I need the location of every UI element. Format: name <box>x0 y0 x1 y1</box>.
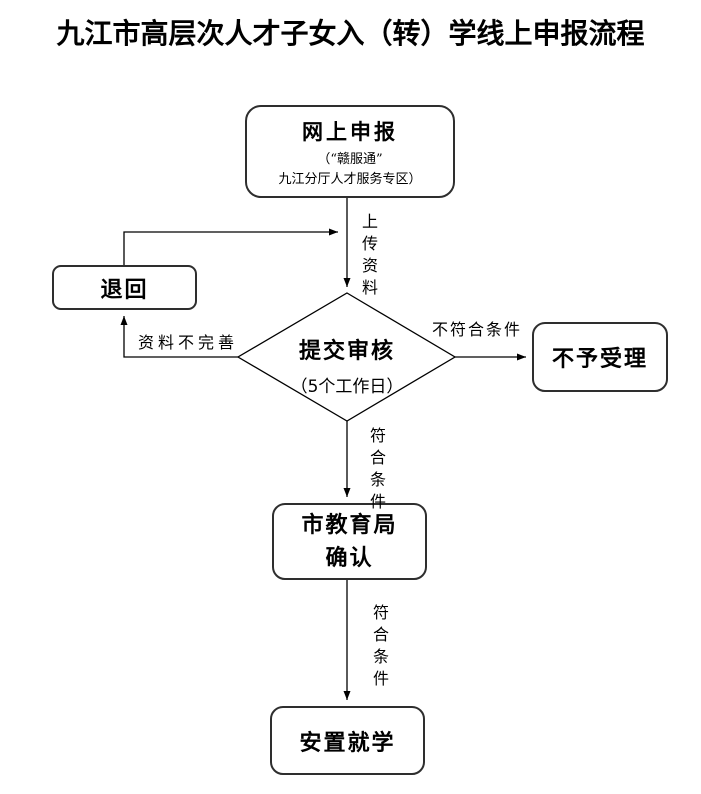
node-review-text: 提交审核 （5个工作日） <box>252 333 442 397</box>
node-return: 退回 <box>52 265 197 310</box>
edge-label-eligible-1: 符合条件 <box>369 426 386 511</box>
node-online-application-subtitle-1: （“赣服通” <box>317 152 383 167</box>
edge-label-eligible-2: 符合条件 <box>372 603 389 688</box>
node-online-application-title: 网上申报 <box>302 120 398 144</box>
node-placement: 安置就学 <box>270 706 425 775</box>
node-edu-bureau-line1: 市教育局 <box>301 512 398 538</box>
review-decision-diamond <box>236 292 457 422</box>
node-placement-label: 安置就学 <box>299 730 396 756</box>
node-review-subtitle: （5个工作日） <box>290 377 404 397</box>
node-reject: 不予受理 <box>532 322 668 392</box>
edge-label-incomplete: 资料不完善 <box>138 333 239 352</box>
edge-label-upload: 上传资料 <box>361 212 378 297</box>
node-edu-bureau-line2: 确认 <box>325 545 374 571</box>
edge-incomplete-arrow <box>120 316 238 358</box>
node-online-application-subtitle-2: 九江分厅人才服务专区） <box>278 172 422 187</box>
node-online-application: 网上申报 （“赣服通” 九江分厅人才服务专区） <box>245 105 455 198</box>
node-return-label: 退回 <box>100 277 149 303</box>
edge-return-rejoin-arrow <box>123 228 338 265</box>
node-reject-label: 不予受理 <box>551 347 648 372</box>
edge-label-not-eligible: 不符合条件 <box>432 320 523 339</box>
node-edu-bureau: 市教育局 确认 <box>272 503 427 580</box>
page-title: 九江市高层次人才子女入（转）学线上申报流程 <box>56 17 645 50</box>
node-review-title: 提交审核 <box>298 339 395 364</box>
